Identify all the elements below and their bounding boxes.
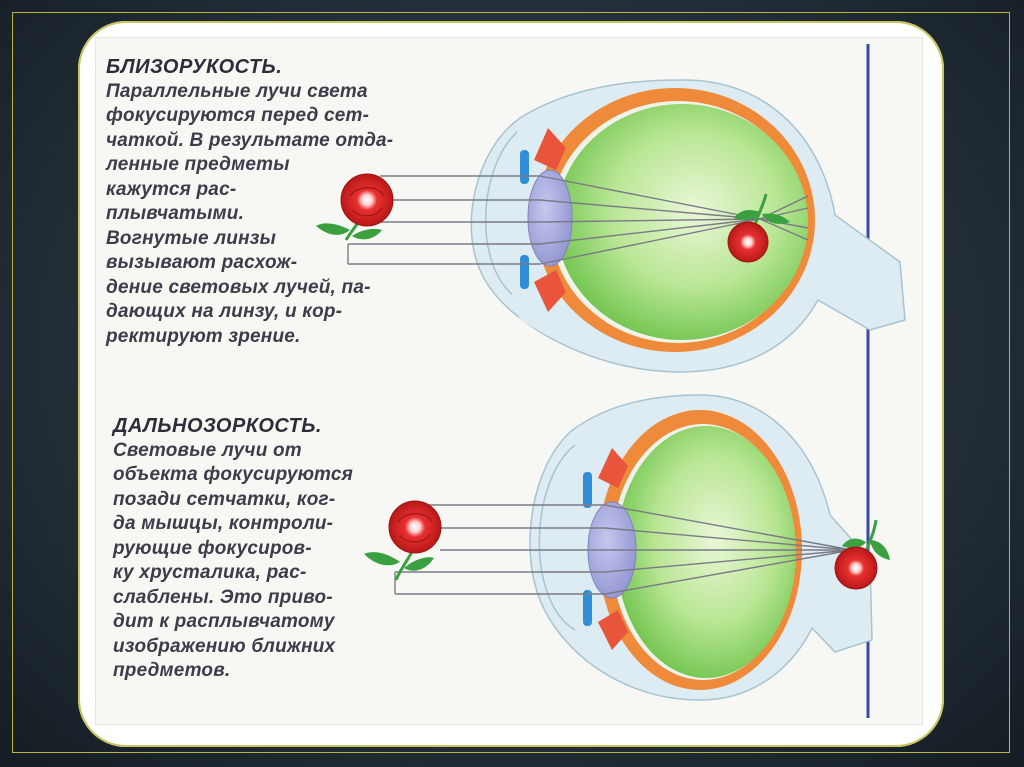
myopia-line: вызывают расхож- <box>106 252 298 273</box>
hyperopia-rays <box>394 504 853 595</box>
myopia-object-rose <box>316 173 394 241</box>
myopia-muscle-top <box>534 128 566 170</box>
myopia-line: плывчатыми. <box>106 203 245 224</box>
hyperopia-cornea <box>538 444 576 631</box>
myopia-lens <box>527 169 573 267</box>
hyperopia-line: да мышцы, контроли- <box>113 513 334 534</box>
hyperopia-line: объекта фокусируются <box>113 464 354 485</box>
myopia-eye <box>470 79 906 373</box>
hyperopia-line: изображению ближних <box>113 635 336 657</box>
myopia-line: дение световых лучей, па- <box>106 276 371 298</box>
myopia-image-rose <box>727 193 790 263</box>
hyperopia-iris-top <box>583 472 592 508</box>
myopia-vitreous <box>556 104 808 340</box>
slide-outer-frame <box>12 12 1010 753</box>
myopia-rays <box>347 175 809 265</box>
hyperopia-muscle-top <box>598 448 628 488</box>
hyperopia-line: предметов. <box>113 660 231 681</box>
myopia-line: Вогнутые линзы <box>106 227 277 249</box>
myopia-cornea <box>484 127 523 301</box>
hyperopia-object-rose <box>364 500 442 581</box>
myopia-iris-bottom <box>520 255 529 289</box>
hyperopia-line: Световые лучи от <box>113 439 302 461</box>
hyperopia-image-rose <box>834 519 890 590</box>
hyperopia-line: позади сетчатки, ког- <box>113 488 336 510</box>
hyperopia-line: слаблены. Это приво- <box>113 586 333 608</box>
hyperopia-vitreous <box>616 426 796 678</box>
hyperopia-line: ку хрусталика, рас- <box>113 562 307 583</box>
myopia-line: кажутся рас- <box>106 178 237 200</box>
hyperopia-line: рующие фокусиров- <box>113 537 312 559</box>
hyperopia-line: дит к расплывчатому <box>113 611 335 632</box>
myopia-muscle-bottom <box>534 270 566 312</box>
hyperopia-muscle-bottom <box>598 610 628 650</box>
myopia-line: чаткой. В результате отда- <box>106 129 394 151</box>
myopia-description: БЛИЗОРУКОСТЬ. Параллельные лучи света фо… <box>106 55 393 349</box>
myopia-iris-top <box>520 150 529 184</box>
hyperopia-description: ДАЛЬНОЗОРКОСТЬ. Световые лучи от объекта… <box>113 414 353 684</box>
myopia-line: фокусируются перед сет- <box>106 105 370 126</box>
hyperopia-heading: ДАЛЬНОЗОРКОСТЬ. <box>113 415 322 437</box>
myopia-line: дающих на линзу, и кор- <box>106 301 343 322</box>
myopia-line: ленные предметы <box>106 154 290 175</box>
myopia-line: Параллельные лучи света <box>106 80 368 102</box>
myopia-line: ректируют зрение. <box>106 325 301 347</box>
myopia-heading: БЛИЗОРУКОСТЬ. <box>106 56 283 78</box>
hyperopia-iris-bottom <box>583 590 592 626</box>
